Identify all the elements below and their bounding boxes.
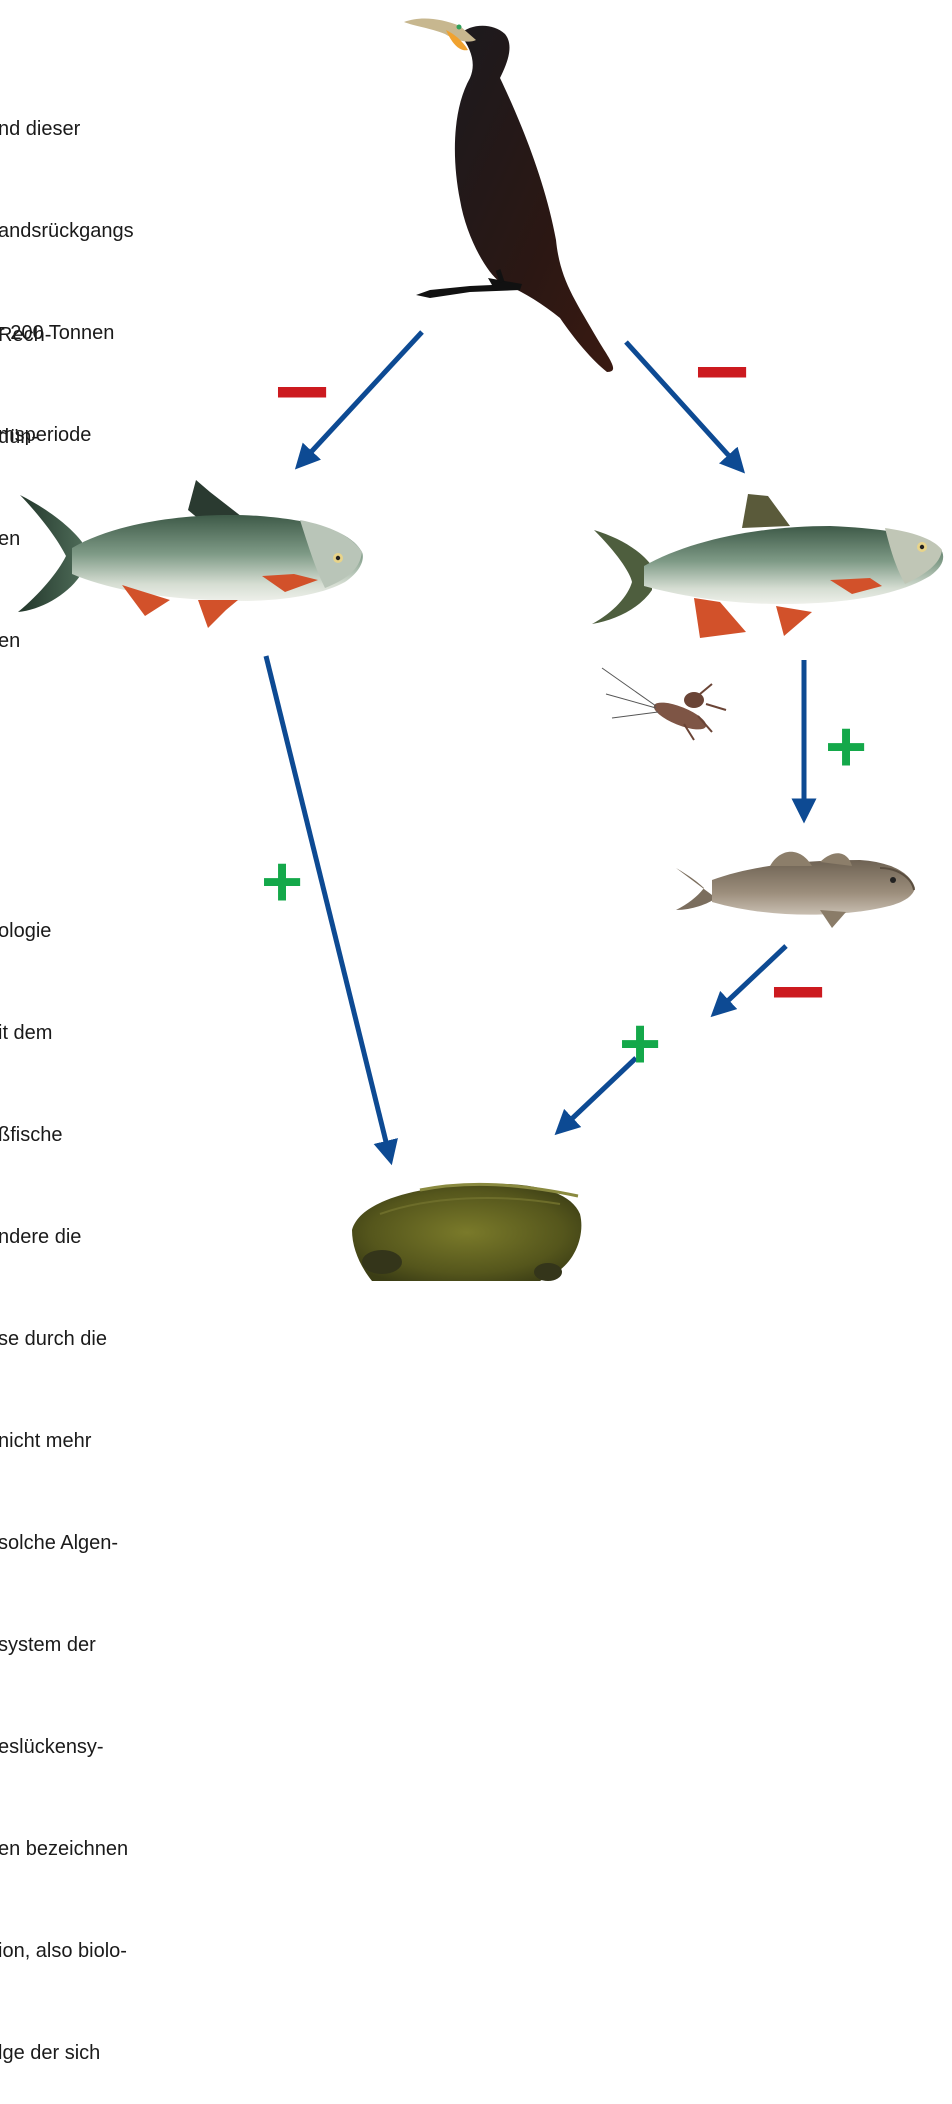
- text-line: nicht mehr: [0, 1424, 128, 1458]
- text-line: se durch die: [0, 1322, 128, 1356]
- minus-sign: −: [274, 338, 330, 445]
- text-line: solche Algen-: [0, 1526, 128, 1560]
- food-web-diagram: − − + + − +: [0, 0, 952, 1281]
- mayfly-larva-image: [602, 668, 726, 740]
- plus-sign: +: [825, 707, 867, 787]
- text-line: eslückensy-: [0, 1730, 128, 1764]
- cormorant-image: [404, 19, 613, 372]
- plus-sign: +: [261, 842, 303, 922]
- fish-right-image: [592, 494, 943, 638]
- text-line: ion, also biolo-: [0, 1934, 128, 1968]
- plus-sign: +: [619, 1004, 661, 1084]
- text-line: lge der sich: [0, 2036, 128, 2070]
- minus-sign: −: [770, 938, 826, 1045]
- sculpin-image: [676, 852, 915, 928]
- fish-left-image: [18, 480, 363, 628]
- minus-sign: −: [694, 318, 750, 425]
- algae-image: [352, 1184, 581, 1281]
- text-line: system der: [0, 1628, 128, 1662]
- text-line: en bezeichnen: [0, 1832, 128, 1866]
